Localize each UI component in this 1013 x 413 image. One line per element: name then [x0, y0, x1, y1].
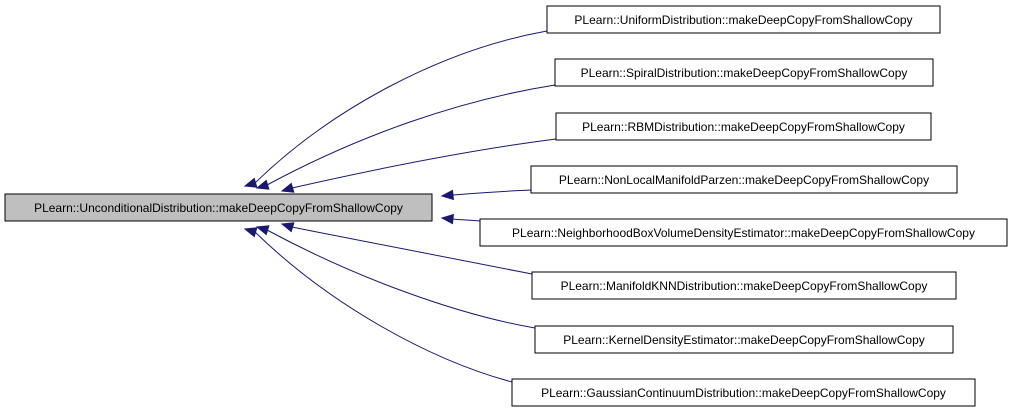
- child-node-rbm[interactable]: PLearn::RBMDistribution::makeDeepCopyFro…: [555, 112, 932, 141]
- child-node-uniform[interactable]: PLearn::UniformDistribution::makeDeepCop…: [546, 5, 941, 34]
- edge-line: [291, 226, 533, 275]
- edge-to-child-7: [243, 227, 513, 383]
- child-node-neighborhood-box[interactable]: PLearn::NeighborhoodBoxVolumeDensityEsti…: [479, 218, 1008, 247]
- edge-to-child-1: [255, 84, 556, 190]
- child-node-label: PLearn::RBMDistribution::makeDeepCopyFro…: [582, 120, 905, 134]
- child-node-label: PLearn::SpiralDistribution::makeDeepCopy…: [581, 66, 908, 80]
- edge-arrowhead: [243, 227, 258, 238]
- child-node-label: PLearn::NeighborhoodBoxVolumeDensityEsti…: [512, 226, 975, 240]
- edge-line: [451, 189, 532, 196]
- child-node-spiral[interactable]: PLearn::SpiralDistribution::makeDeepCopy…: [554, 58, 934, 87]
- edge-to-child-0: [243, 30, 548, 188]
- child-node-box: [534, 325, 954, 354]
- edge-arrowhead: [440, 189, 454, 201]
- child-node-label: PLearn::GaussianContinuumDistribution::m…: [541, 386, 946, 400]
- child-node-box: [555, 112, 932, 141]
- child-node-label: PLearn::UniformDistribution::makeDeepCop…: [574, 13, 912, 27]
- edge-line: [291, 138, 557, 189]
- root-node-box: [4, 193, 433, 222]
- edge-layer: [243, 30, 557, 383]
- child-node-gaussian-continuum[interactable]: PLearn::GaussianContinuumDistribution::m…: [511, 378, 976, 407]
- edge-arrowhead: [255, 179, 270, 190]
- edge-to-child-6: [255, 225, 536, 329]
- root-node-label: PLearn::UnconditionalDistribution::makeD…: [34, 201, 403, 215]
- child-node-box: [546, 5, 941, 34]
- child-node-kernel-density[interactable]: PLearn::KernelDensityEstimator::makeDeep…: [534, 325, 954, 354]
- edge-to-child-3: [440, 189, 532, 201]
- child-node-nonlocal-manifold-parzen[interactable]: PLearn::NonLocalManifoldParzen::makeDeep…: [530, 165, 958, 194]
- edge-line: [254, 231, 513, 383]
- edge-line: [254, 30, 548, 184]
- edge-to-child-5: [280, 222, 533, 275]
- child-node-box: [530, 165, 958, 194]
- child-node-box: [554, 58, 934, 87]
- edge-line: [451, 218, 481, 222]
- edge-arrowhead: [440, 213, 454, 225]
- child-node-label: PLearn::ManifoldKNNDistribution::makeDee…: [561, 279, 928, 293]
- edge-line: [266, 229, 536, 329]
- edge-line: [266, 84, 556, 186]
- child-node-box: [479, 218, 1008, 247]
- child-node-box: [511, 378, 976, 407]
- edge-to-child-2: [280, 138, 557, 193]
- child-node-box: [531, 271, 957, 300]
- root-node[interactable]: PLearn::UnconditionalDistribution::makeD…: [4, 193, 433, 222]
- edge-to-child-4: [440, 213, 481, 225]
- child-node-manifold-knn[interactable]: PLearn::ManifoldKNNDistribution::makeDee…: [531, 271, 957, 300]
- edge-arrowhead: [280, 182, 295, 193]
- edge-arrowhead: [280, 222, 295, 233]
- edge-arrowhead: [255, 225, 270, 236]
- edge-arrowhead: [243, 177, 258, 188]
- child-node-label: PLearn::NonLocalManifoldParzen::makeDeep…: [559, 173, 929, 187]
- child-node-label: PLearn::KernelDensityEstimator::makeDeep…: [563, 333, 925, 347]
